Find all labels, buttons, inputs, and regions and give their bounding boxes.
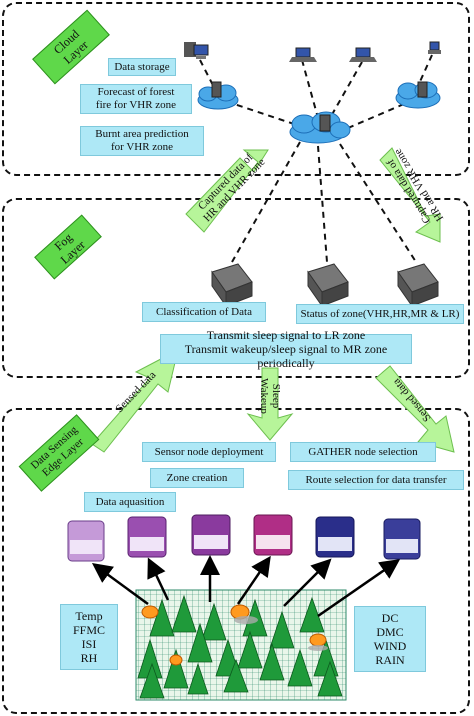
desktop-computer-icon bbox=[184, 42, 209, 59]
gather-selection-box: GATHER node selection bbox=[290, 442, 436, 462]
server-icon-left bbox=[211, 81, 222, 98]
fog-node-icon-3 bbox=[397, 263, 439, 308]
sleep-wakeup-label: Sleep Wakeup bbox=[258, 378, 282, 414]
arrow-sensed-right bbox=[375, 365, 455, 453]
arrow-sensed-left bbox=[91, 349, 179, 453]
sensor-device-1 bbox=[67, 520, 105, 562]
zone-creation-box: Zone creation bbox=[150, 468, 244, 488]
route-selection-box: Route selection for data transfer bbox=[288, 470, 464, 490]
index-dc: DC bbox=[381, 611, 399, 625]
sensor-device-5 bbox=[315, 516, 355, 558]
forest-trees bbox=[137, 594, 343, 699]
data-acquisition-box: Data aquasition bbox=[84, 492, 176, 512]
right-indices-box: DC DMC WIND RAIN bbox=[354, 606, 426, 672]
classification-box: Classification of Data bbox=[142, 302, 266, 322]
transmit-signal-box: Transmit sleep signal to LR zone Transmi… bbox=[160, 328, 412, 370]
arrow-captured-right bbox=[379, 147, 441, 243]
arrow-captured-left bbox=[185, 149, 269, 233]
data-storage-box: Data storage bbox=[108, 58, 176, 76]
index-rh: RH bbox=[80, 651, 98, 665]
cloud-fog-links bbox=[231, 141, 417, 263]
edge-layer-frame bbox=[2, 408, 470, 714]
status-zone-box: Status of zone(VHR,HR,MR & LR) bbox=[296, 304, 464, 324]
index-temp: Temp bbox=[75, 609, 103, 623]
sensor-device-2 bbox=[127, 516, 167, 558]
forecast-box: Forecast of forest fire for VHR zone bbox=[80, 84, 192, 114]
server-icon-right bbox=[417, 81, 428, 98]
left-indices-box: Temp FFMC ISI RH bbox=[60, 604, 118, 670]
workstation-icon bbox=[428, 41, 441, 54]
fire-icons bbox=[141, 604, 328, 666]
laptop-icon-1 bbox=[289, 47, 317, 62]
laptop-icon-2 bbox=[349, 47, 377, 62]
cloud-icon-center bbox=[289, 111, 351, 144]
index-rain: RAIN bbox=[375, 653, 405, 667]
sensor-arrows bbox=[91, 555, 401, 618]
fog-node-icon-1 bbox=[211, 263, 253, 308]
sensor-device-3 bbox=[191, 514, 231, 556]
index-wind: WIND bbox=[373, 639, 407, 653]
sensor-deployment-box: Sensor node deployment bbox=[142, 442, 276, 462]
sensor-device-6 bbox=[383, 518, 421, 560]
index-dmc: DMC bbox=[376, 625, 404, 639]
index-isi: ISI bbox=[81, 637, 97, 651]
arrow-sleep-wakeup bbox=[246, 367, 294, 441]
fog-node-icon-2 bbox=[307, 263, 349, 308]
index-ffmc: FFMC bbox=[72, 623, 106, 637]
sensor-device-4 bbox=[253, 514, 293, 556]
fog-layer-frame bbox=[2, 198, 470, 378]
burnt-area-box: Burnt area prediction for VHR zone bbox=[80, 126, 204, 156]
server-icon-center bbox=[319, 114, 331, 132]
